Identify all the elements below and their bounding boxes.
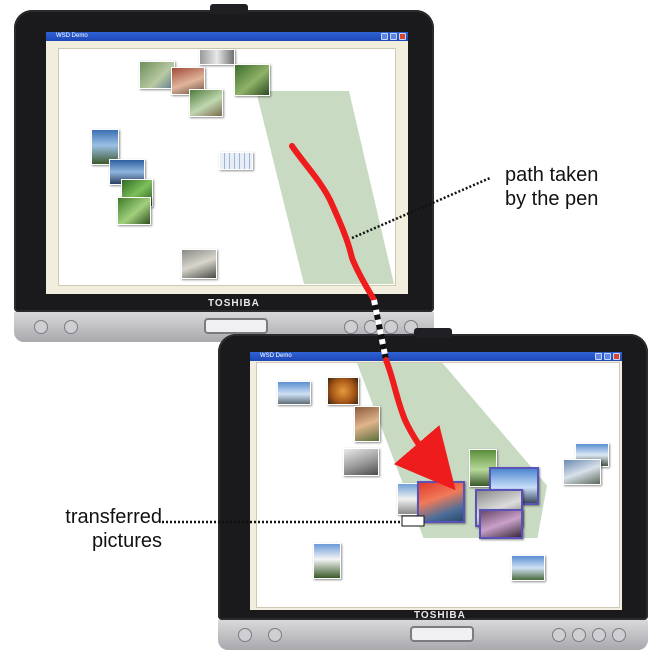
photo-selected[interactable] (479, 509, 523, 539)
pen-leader-line (351, 176, 491, 240)
pen-path-label-line2: by the pen (505, 188, 599, 210)
nav-button[interactable] (384, 320, 398, 334)
transferred-label-line2: pictures (91, 530, 162, 552)
photo-thumbnail[interactable] (181, 249, 217, 279)
maximize-icon[interactable] (604, 353, 611, 360)
pen-path-top (289, 143, 377, 303)
window-title: WSD Demo (260, 353, 292, 359)
nav-button[interactable] (572, 628, 586, 642)
minimize-icon[interactable] (381, 33, 388, 40)
window-titlebar: WSD Demo (46, 32, 408, 41)
photo-thumbnail[interactable] (563, 459, 601, 485)
pen-slot (410, 626, 474, 642)
tablet-top: WSD Demo TOSHIBA (14, 4, 434, 342)
tablet-base (218, 620, 648, 650)
hinge (210, 4, 248, 14)
pen-path-label-line1: path taken (505, 164, 599, 186)
nav-button[interactable] (344, 320, 358, 334)
photo-thumbnail[interactable] (199, 49, 235, 65)
camera-button[interactable] (268, 628, 282, 642)
photo-thumbnail[interactable] (277, 381, 311, 405)
minimize-icon[interactable] (595, 353, 602, 360)
transferred-label: transferred pictures (22, 505, 162, 553)
power-button[interactable] (34, 320, 48, 334)
pen-path-bottom (383, 357, 456, 491)
pen-slot (204, 318, 268, 334)
photo-thumbnail[interactable] (327, 377, 359, 405)
pen-path-bridge-dashes (371, 299, 389, 361)
brand-logo: TOSHIBA (208, 298, 260, 309)
hinge (414, 328, 452, 338)
maximize-icon[interactable] (390, 33, 397, 40)
photo-thumbnail[interactable] (189, 89, 223, 117)
transferred-marker (401, 515, 425, 527)
close-icon[interactable] (613, 353, 620, 360)
photo-thumbnail[interactable] (313, 543, 341, 579)
close-icon[interactable] (399, 33, 406, 40)
nav-button[interactable] (612, 628, 626, 642)
photo-thumbnail[interactable] (219, 152, 253, 170)
photo-thumbnail[interactable] (354, 406, 380, 442)
photo-thumbnail[interactable] (234, 64, 270, 96)
photo-canvas[interactable] (58, 48, 396, 286)
camera-button[interactable] (64, 320, 78, 334)
window-titlebar: WSD Demo (250, 352, 622, 361)
window-title: WSD Demo (56, 33, 88, 39)
photo-thumbnail[interactable] (511, 555, 545, 581)
photo-thumbnail[interactable] (91, 129, 119, 165)
transferred-label-line1: transferred (65, 506, 162, 528)
nav-button[interactable] (552, 628, 566, 642)
pen-path-label: path taken by the pen (505, 163, 645, 211)
power-button[interactable] (238, 628, 252, 642)
nav-button[interactable] (592, 628, 606, 642)
brand-logo: TOSHIBA (414, 610, 466, 621)
photo-thumbnail[interactable] (117, 197, 151, 225)
photo-thumbnail[interactable] (343, 448, 379, 476)
